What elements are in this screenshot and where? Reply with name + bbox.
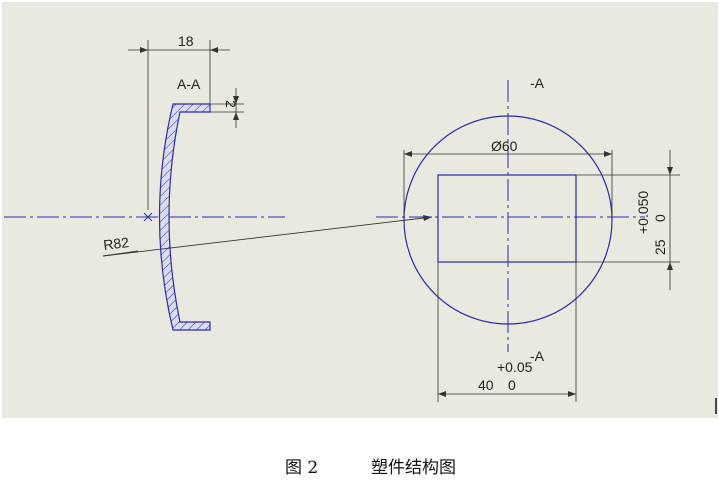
thickness-arrow-top [233,96,239,104]
outer-circle [403,115,613,325]
figure-number: 图 2 [285,458,318,478]
width-tol-upper: +0.05 [497,359,533,375]
section-marker-top: -A [530,75,545,91]
w40-arrow-left [438,391,446,397]
shell-profile [158,103,211,331]
height-arrow-top [667,167,673,175]
dia-arrow-right [604,151,612,157]
front-view: -A -A Ø60 +0.050 0 25 +0.05 40 0 [376,75,680,402]
inner-rectangle [437,174,577,263]
width-dim-text: 18 [178,33,194,49]
figure-title: 塑件结构图 [371,458,456,478]
width-nominal: 40 [478,377,494,393]
height-tol-upper: +0.050 [635,191,651,234]
height-tol-lower: 0 [652,214,668,222]
section-view: A-A 18 2 R82 [4,33,433,331]
drawing-background [2,2,718,418]
width-arrow-right [210,47,218,53]
height-nominal: 25 [652,239,668,255]
arc-center-mark-b [143,212,153,222]
w40-arrow-right [568,391,576,397]
section-label: A-A [177,76,201,92]
radius-leader [102,216,433,257]
width-tol-lower: 0 [508,377,516,393]
diameter-dim-text: Ø60 [491,138,518,154]
height-arrow-bottom [667,262,673,270]
radius-dim-text: R82 [102,234,130,253]
radius-underline [102,250,139,257]
thickness-dim-text: 2 [223,100,239,108]
dia-arrow-left [404,151,412,157]
section-marker-bottom: -A [530,348,545,364]
width-arrow-left [140,47,148,53]
thickness-arrow-bottom [233,112,239,120]
